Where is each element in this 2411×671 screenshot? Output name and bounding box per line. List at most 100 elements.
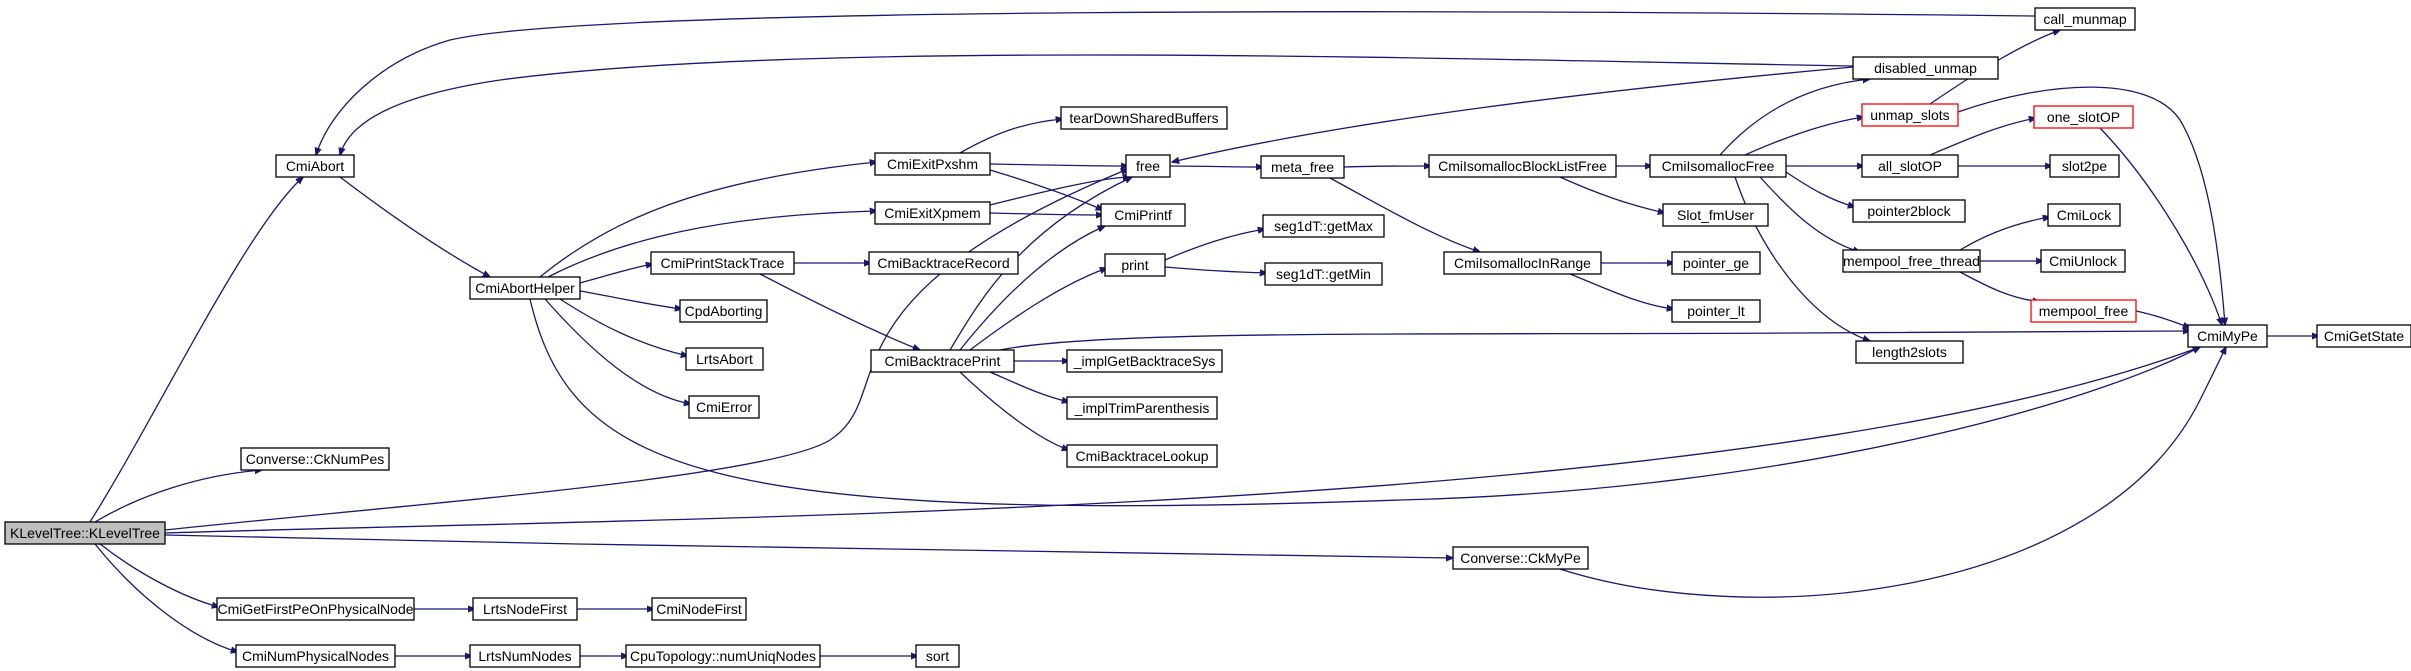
node-cmierror[interactable]: CmiError bbox=[688, 395, 760, 419]
node-ptr2block[interactable]: pointer2block bbox=[1852, 199, 1966, 223]
node-slot2pe[interactable]: slot2pe bbox=[2049, 154, 2120, 178]
node-blocklistfree[interactable]: CmiIsomallocBlockListFree bbox=[1428, 154, 1617, 178]
edge-btprint-to-btlookup bbox=[959, 371, 1069, 450]
node-inrange[interactable]: CmiIsomallocInRange bbox=[1443, 251, 1602, 275]
node-mempoolfree[interactable]: mempool_free bbox=[2030, 299, 2137, 323]
node-getmax[interactable]: seg1dT::getMax bbox=[1262, 214, 1385, 238]
node-label: sort bbox=[926, 648, 949, 664]
node-box bbox=[240, 447, 390, 471]
node-label: mempool_free bbox=[2039, 303, 2129, 319]
node-exitpxshm[interactable]: CmiExitPxshm bbox=[874, 152, 991, 176]
node-printstack[interactable]: CmiPrintStackTrace bbox=[650, 251, 795, 275]
edge-exitpxshm-to-free bbox=[989, 164, 1128, 166]
edge-metafree-to-inrange bbox=[1329, 177, 1480, 252]
node-ckmype[interactable]: Converse::CkMyPe bbox=[1452, 546, 1589, 570]
node-free[interactable]: free bbox=[1125, 154, 1171, 178]
node-sort[interactable]: sort bbox=[915, 644, 960, 668]
node-oneslotop[interactable]: one_slotOP bbox=[2033, 105, 2134, 129]
node-box bbox=[1264, 262, 1383, 286]
node-length2slots[interactable]: length2slots bbox=[1855, 340, 1964, 364]
node-cminodefirst[interactable]: CmiNodeFirst bbox=[651, 597, 747, 621]
edge-print-to-getmax bbox=[1164, 229, 1265, 261]
node-disunmap[interactable]: disabled_unmap bbox=[1852, 56, 1999, 80]
node-lrtsnodefirst[interactable]: LrtsNodeFirst bbox=[472, 597, 578, 621]
edge-root-to-ckmype bbox=[164, 534, 1453, 558]
node-cpdaborting[interactable]: CpdAborting bbox=[679, 299, 768, 323]
node-cknumpes[interactable]: Converse::CkNumPes bbox=[240, 447, 390, 471]
edge-mpfreethread-to-cmilock bbox=[1959, 217, 2050, 251]
node-label: pointer2block bbox=[1867, 203, 1951, 219]
node-label: CmiIsomallocInRange bbox=[1454, 255, 1591, 271]
node-box bbox=[472, 597, 578, 621]
edge-blocklistfree-to-slotfmuser bbox=[1559, 176, 1665, 213]
node-isofree[interactable]: CmiIsomallocFree bbox=[1649, 154, 1787, 178]
node-allslotop[interactable]: all_slotOP bbox=[1861, 154, 1959, 178]
node-exitxpmem[interactable]: CmiExitXpmem bbox=[874, 201, 991, 225]
node-label: CmiError bbox=[696, 399, 752, 415]
edge-abhelper-to-cmierror bbox=[544, 298, 691, 404]
node-trimparen[interactable]: _implTrimParenthesis bbox=[1066, 396, 1218, 420]
node-btrecord[interactable]: CmiBacktraceRecord bbox=[868, 251, 1019, 275]
edge-root-to-free bbox=[164, 169, 1128, 531]
node-lrtsabort[interactable]: LrtsAbort bbox=[685, 347, 764, 371]
node-box bbox=[1852, 56, 1999, 80]
node-label: CmiBacktracePrint bbox=[885, 353, 1001, 369]
node-cmiunlock[interactable]: CmiUnlock bbox=[2040, 249, 2126, 273]
node-box bbox=[2034, 7, 2136, 31]
edge-metafree-to-blocklistfree bbox=[1343, 166, 1431, 167]
node-box bbox=[1066, 349, 1223, 373]
node-box bbox=[874, 201, 991, 225]
node-box bbox=[651, 597, 747, 621]
node-getmin[interactable]: seg1dT::getMin bbox=[1264, 262, 1383, 286]
node-metafree[interactable]: meta_free bbox=[1260, 155, 1345, 179]
node-label: Converse::CkMyPe bbox=[1460, 550, 1581, 566]
node-cmigetstate[interactable]: CmiGetState bbox=[2316, 324, 2411, 348]
node-numuniq[interactable]: CpuTopology::numUniqNodes bbox=[625, 644, 821, 668]
node-label: mempool_free_thread bbox=[1843, 253, 1980, 269]
node-box bbox=[469, 644, 581, 668]
node-label: free bbox=[1136, 158, 1160, 174]
node-box bbox=[1671, 251, 1761, 275]
node-layer: KLevelTree::KLevelTree CmiAbortConverse::… bbox=[4, 7, 2411, 668]
node-label: _implGetBacktraceSys bbox=[1073, 353, 1216, 369]
node-label: CmiMyPe bbox=[2197, 328, 2258, 344]
edge-disunmap-to-free bbox=[1172, 66, 1854, 162]
node-root[interactable]: KLevelTree::KLevelTree bbox=[4, 521, 166, 545]
edge-print-to-getmin bbox=[1164, 266, 1267, 273]
node-cmiprintf[interactable]: CmiPrintf bbox=[1100, 203, 1186, 227]
edge-isofree-to-disunmap bbox=[1719, 79, 1870, 156]
node-box bbox=[1452, 546, 1589, 570]
node-btprint[interactable]: CmiBacktracePrint bbox=[870, 349, 1015, 373]
node-box bbox=[1100, 203, 1186, 227]
node-numphys[interactable]: CmiNumPhysicalNodes bbox=[235, 644, 396, 668]
node-label: CmiAbort bbox=[286, 158, 344, 174]
edge-btprint-to-print bbox=[969, 268, 1107, 351]
node-label: CmiIsomallocFree bbox=[1662, 158, 1775, 174]
node-label: LrtsNumNodes bbox=[478, 648, 571, 664]
node-getbtsys[interactable]: _implGetBacktraceSys bbox=[1066, 349, 1223, 373]
node-print[interactable]: print bbox=[1104, 253, 1166, 277]
edge-inrange-to-pointerlt bbox=[1569, 273, 1674, 309]
node-mpfreethread[interactable]: mempool_free_thread bbox=[1842, 249, 1981, 273]
node-callmunmap[interactable]: call_munmap bbox=[2034, 7, 2136, 31]
node-cmiabort[interactable]: CmiAbort bbox=[275, 154, 355, 178]
node-firstpe[interactable]: CmiGetFirstPeOnPhysicalNode bbox=[216, 597, 415, 621]
edge-layer bbox=[89, 11, 2319, 656]
node-unmapslots[interactable]: unmap_slots bbox=[1861, 103, 1959, 127]
node-cmilock[interactable]: CmiLock bbox=[2047, 203, 2121, 227]
node-cmimype[interactable]: CmiMyPe bbox=[2187, 324, 2268, 348]
node-pointerlt[interactable]: pointer_lt bbox=[1671, 299, 1761, 323]
node-label: CmiGetFirstPeOnPhysicalNode bbox=[217, 601, 413, 617]
node-pointerge[interactable]: pointer_ge bbox=[1671, 251, 1761, 275]
node-label: CmiNumPhysicalNodes bbox=[242, 648, 389, 664]
edge-abhelper-to-cmimype bbox=[529, 298, 2200, 507]
node-label: unmap_slots bbox=[1870, 107, 1949, 123]
node-box bbox=[1649, 154, 1787, 178]
node-btlookup[interactable]: CmiBacktraceLookup bbox=[1066, 444, 1218, 468]
node-teardown[interactable]: tearDownSharedBuffers bbox=[1060, 106, 1228, 130]
edge-btprint-to-cmimype bbox=[999, 331, 2190, 351]
node-abhelper[interactable]: CmiAbortHelper bbox=[469, 276, 581, 300]
node-slotfmuser[interactable]: Slot_fmUser bbox=[1662, 203, 1769, 227]
node-lrtsnumnodes[interactable]: LrtsNumNodes bbox=[469, 644, 581, 668]
